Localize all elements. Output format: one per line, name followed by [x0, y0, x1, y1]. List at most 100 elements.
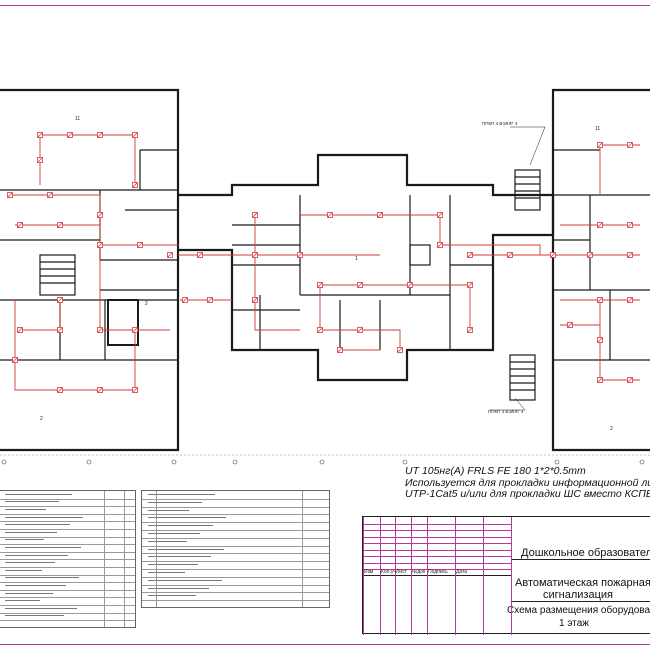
spec-row-text [5, 547, 81, 548]
spec-row-text [148, 571, 185, 573]
spec-row-line [142, 514, 329, 516]
spec-row-text [148, 532, 200, 534]
detector-mark [17, 327, 23, 333]
floor-plan: 11 2 11 2 1 2 ППКП 4 ВЭЛЛГ 4 ППКП 4 ВЭЛЛ… [0, 88, 650, 465]
spec-col-line [124, 491, 125, 627]
detector-mark [437, 242, 443, 248]
detector-mark [97, 387, 103, 393]
spec-row-line [142, 561, 329, 563]
spec-row-line [0, 612, 135, 614]
cable-route-center-right [440, 244, 553, 256]
detector-mark [297, 252, 303, 258]
spec-row-line [142, 584, 329, 586]
spec-row-text [148, 525, 213, 527]
spec-row-line [0, 582, 135, 584]
detector-mark [97, 327, 103, 333]
system-name-line2: сигнализация [543, 589, 613, 601]
spec-row-line [0, 597, 135, 599]
detector-mark [597, 297, 603, 303]
detector-mark [207, 297, 213, 303]
sheet-name-line1: Схема размещения оборудования [507, 605, 650, 616]
detector-mark [97, 132, 103, 138]
detector-mark [337, 347, 343, 353]
tb-column-header: №док [412, 569, 426, 575]
detector-mark [57, 327, 63, 333]
detector-mark [377, 212, 383, 218]
spec-row-line [142, 530, 329, 531]
detector-mark [252, 212, 258, 218]
sheet-frame [0, 5, 650, 645]
cable-route-left-upper [10, 134, 136, 226]
detector-mark [132, 132, 138, 138]
detector-mark [132, 387, 138, 393]
detector-mark [252, 252, 258, 258]
spec-row-line [142, 576, 329, 578]
detector-mark [357, 282, 363, 288]
spec-row-line [0, 589, 135, 591]
cable-route-center-main [178, 214, 471, 351]
detector-mark [7, 192, 13, 198]
detector-mark [327, 212, 333, 218]
cable-note-line: UT 105нг(А) FRLS FE 180 1*2*0.5mm [405, 466, 586, 477]
spec-row-text [148, 587, 209, 589]
detector-mark [57, 222, 63, 228]
sheet-name-line2: 1 этаж [559, 618, 589, 629]
org-name: Дошкольное образователь [521, 547, 650, 559]
detector-mark [627, 222, 633, 228]
tb-row-line [363, 543, 511, 544]
spec-row-text [5, 577, 79, 579]
spec-row-line [0, 567, 135, 568]
spec-row-line [0, 498, 135, 500]
detector-mark [627, 297, 633, 303]
spec-row-line [142, 506, 329, 508]
tb-col-line [455, 517, 456, 635]
tb-col-line [427, 517, 428, 635]
detector-mark [37, 132, 43, 138]
spec-row-line [142, 592, 329, 594]
detector-mark [132, 327, 138, 333]
cable-note: UT 105нг(А) FRLS FE 180 1*2*0.5mm Исполь… [405, 466, 650, 501]
tb-column-header: Дата [456, 569, 468, 575]
detector-mark [550, 252, 556, 258]
tb-row-line [363, 562, 511, 564]
detector-mark [17, 222, 23, 228]
detector-mark [597, 337, 603, 343]
spec-row-line [0, 605, 135, 606]
center-block-outline [178, 153, 555, 382]
spec-row-text [5, 554, 68, 556]
detector-mark [97, 212, 103, 218]
detector-mark [317, 327, 323, 333]
spec-row-text [5, 509, 46, 510]
spec-row-text [148, 540, 187, 542]
spec-row-line [0, 513, 135, 515]
detector-mark [67, 132, 73, 138]
spec-row-text [5, 585, 66, 586]
detector-mark [597, 377, 603, 383]
room-number: 11 [75, 116, 80, 122]
detector-mark [437, 212, 443, 218]
spec-row-line [0, 559, 135, 561]
detector-mark [137, 242, 143, 248]
detector-mark [12, 357, 18, 363]
room-number: 2 [610, 426, 613, 432]
tb-row-line [363, 536, 511, 538]
callout-label: ППКП 4 ВЭЛЛГ 4 [488, 409, 524, 414]
room-number: 11 [595, 126, 600, 132]
detector-mark [57, 297, 63, 303]
detector-mark [467, 252, 473, 258]
spec-row-line [0, 574, 135, 576]
tb-col-line [411, 517, 412, 635]
spec-row-text [5, 531, 57, 533]
detector-mark [132, 182, 138, 188]
detector-mark [467, 282, 473, 288]
spec-row-line [0, 620, 135, 622]
spec-row-text [5, 600, 40, 602]
tb-row-line [363, 530, 511, 531]
callout-label: ППКП 4 ВЭЛЛГ 4 [482, 121, 518, 126]
cable-note-line: Используется для прокладки информационно… [405, 477, 650, 489]
detector-mark [407, 282, 413, 288]
detector-mark [167, 252, 173, 258]
detector-mark [57, 387, 63, 393]
tb-row-line [363, 549, 511, 551]
spec-row-text [148, 564, 198, 566]
